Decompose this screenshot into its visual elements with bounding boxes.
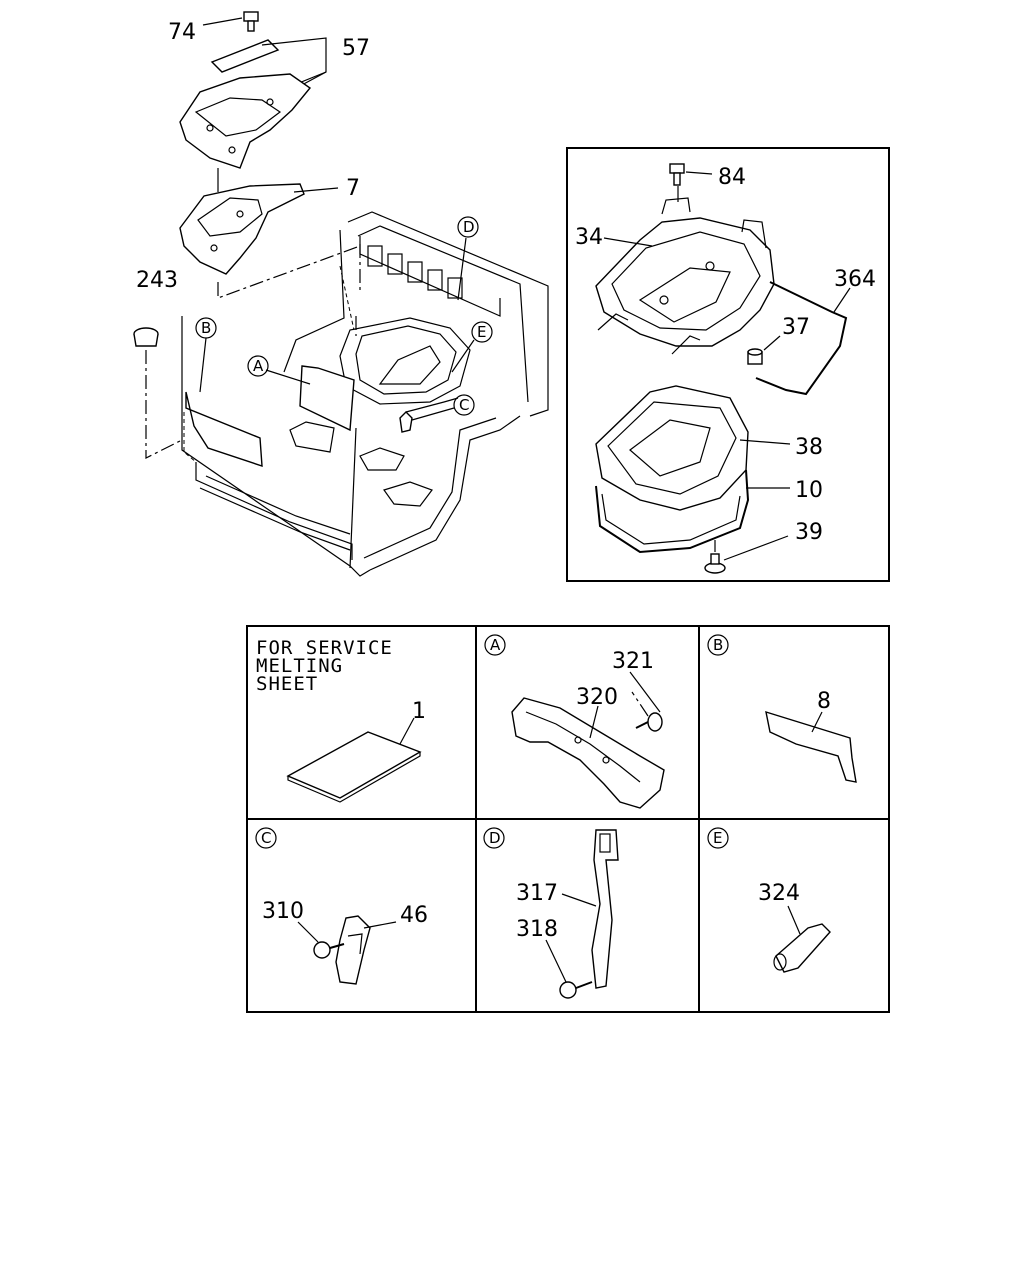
callout-34: 34	[575, 225, 603, 250]
screw-39	[704, 535, 789, 574]
bolt-84	[669, 163, 713, 202]
callout-74: 74	[168, 20, 196, 45]
detail-ref-C-label: C	[261, 829, 271, 847]
detail-ref-A-label: A	[490, 636, 501, 654]
detail-ref-A	[484, 634, 506, 656]
callout-38: 38	[795, 435, 823, 460]
inset-frame-battery	[566, 147, 890, 582]
detail-ref-D	[483, 827, 505, 849]
callout-321: 321	[612, 649, 654, 674]
detail-ref-B	[707, 634, 729, 656]
callout-243: 243	[136, 268, 178, 293]
grommet-243	[133, 327, 183, 459]
bracket-7	[179, 183, 339, 275]
screw-318	[545, 939, 593, 999]
callout-57: 57	[342, 36, 370, 61]
callout-39: 39	[795, 520, 823, 545]
strap-317	[561, 829, 619, 989]
ref-C-label: C	[459, 396, 469, 414]
callout-310: 310	[262, 899, 304, 924]
callout-320: 320	[576, 685, 618, 710]
ref-circle-C	[411, 394, 475, 421]
ref-E-label: E	[477, 323, 486, 341]
grommet-324	[773, 905, 831, 973]
floor-assembly	[181, 211, 549, 577]
detail-grid	[246, 625, 890, 1013]
callout-318: 318	[516, 917, 558, 942]
callout-37: 37	[782, 315, 810, 340]
screw-310	[297, 921, 345, 959]
phantom-line	[217, 245, 361, 299]
detail-ref-E	[707, 827, 729, 849]
callout-324: 324	[758, 881, 800, 906]
pad-38	[595, 385, 791, 511]
callout-1: 1	[412, 699, 426, 724]
clip-46	[335, 915, 397, 985]
ref-circle-E	[451, 321, 493, 373]
service-note-line2: MELTING	[256, 655, 343, 677]
mat-10	[595, 469, 790, 554]
callout-317: 317	[516, 881, 558, 906]
ref-D-label: D	[463, 218, 475, 236]
tray-34	[595, 197, 775, 355]
rod-364	[755, 281, 851, 396]
detail-ref-B-label: B	[713, 636, 723, 654]
detail-ref-D-label: D	[489, 829, 501, 847]
callout-7: 7	[346, 176, 360, 201]
nut-37	[747, 335, 781, 365]
service-note-line1: FOR SERVICE	[256, 637, 393, 659]
callout-364: 364	[834, 267, 876, 292]
ref-B-label: B	[201, 319, 211, 337]
detail-ref-E-label: E	[713, 829, 722, 847]
plate-57	[179, 37, 327, 169]
ref-circle-A	[247, 355, 311, 385]
callout-8: 8	[817, 689, 831, 714]
service-note-line3: SHEET	[256, 673, 318, 695]
ref-circle-B	[195, 317, 217, 393]
bolt-74	[202, 11, 259, 32]
insulator-8	[765, 710, 857, 783]
ref-A-label: A	[253, 357, 264, 375]
melting-sheet-1	[286, 717, 422, 803]
detail-ref-C	[255, 827, 277, 849]
callout-10: 10	[795, 478, 823, 503]
reinforcement-320	[511, 697, 665, 809]
ref-circle-D	[457, 216, 479, 301]
callout-46: 46	[400, 903, 428, 928]
callout-84: 84	[718, 165, 746, 190]
screw-321	[629, 671, 663, 732]
